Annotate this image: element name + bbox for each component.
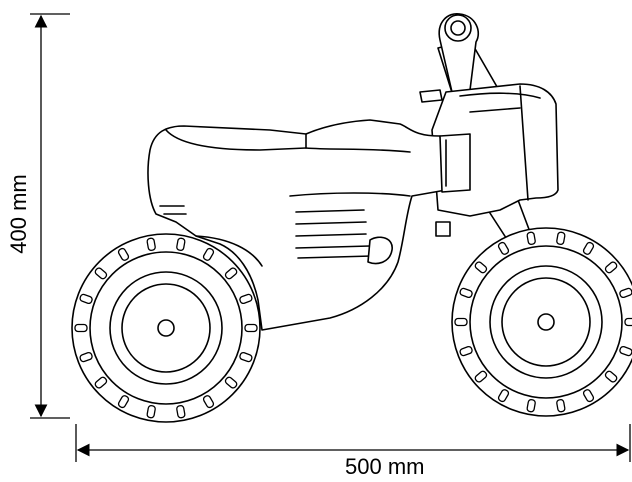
height-dimension: [30, 13, 70, 419]
tread-lug: [474, 370, 488, 383]
rear-rim-inner: [121, 283, 211, 373]
tread-lug: [497, 241, 510, 255]
tread-lug: [604, 370, 618, 383]
tread-lug: [74, 323, 88, 333]
rear-treads: [74, 237, 258, 419]
handlebar-top-inner: [450, 20, 466, 36]
tread-lug: [497, 389, 510, 403]
tread-lug: [224, 267, 238, 280]
front-wheel: [451, 227, 632, 417]
cowl-side: [519, 85, 529, 201]
cowl-inner-line: [459, 92, 541, 113]
front-hub: [537, 313, 555, 331]
tread-lug: [582, 241, 595, 255]
tread-lug: [176, 405, 186, 419]
tread-lug: [459, 287, 473, 299]
rear-hub: [157, 319, 175, 337]
vent-slats: [295, 209, 373, 259]
tread-lug: [94, 376, 108, 389]
tread-lug: [239, 293, 253, 305]
tread-lug: [624, 317, 632, 327]
tread-lug: [94, 267, 108, 280]
front-rim-inner: [501, 277, 591, 367]
body-lower-line: [195, 235, 263, 267]
tread-lug: [117, 395, 130, 409]
tread-lug: [224, 376, 238, 389]
tread-lug: [474, 261, 488, 274]
tread-lug: [146, 237, 156, 251]
handle-grip: [419, 89, 443, 103]
tread-lug: [244, 323, 258, 333]
frame-rear-line: [159, 205, 187, 215]
tread-lug: [79, 293, 93, 305]
tread-lug: [176, 237, 186, 251]
tread-lug: [79, 351, 93, 363]
bike-body: [147, 119, 447, 331]
tank-line: [305, 147, 411, 153]
rear-wheel: [71, 233, 261, 423]
front-tire-inner: [469, 245, 623, 399]
tread-lug: [582, 389, 595, 403]
width-dimension-label: 500 mm: [345, 454, 425, 479]
tread-lug: [454, 317, 468, 327]
tread-lug: [526, 231, 536, 245]
tread-lug: [556, 399, 566, 413]
side-bulge: [367, 236, 393, 265]
side-panel-line: [289, 192, 411, 197]
tread-lug: [526, 399, 536, 413]
tread-lug: [202, 395, 215, 409]
seat-line: [165, 129, 307, 151]
tread-lug: [556, 231, 566, 245]
tread-lug: [146, 405, 156, 419]
front-treads: [454, 231, 632, 413]
fork-bolt: [435, 221, 451, 237]
rear-rim: [109, 271, 223, 385]
tread-lug: [117, 247, 130, 261]
tread-lug: [202, 247, 215, 261]
tread-lug: [604, 261, 618, 274]
tread-lug: [239, 351, 253, 363]
height-dimension-label: 400 mm: [6, 174, 31, 254]
rear-tire-inner: [89, 251, 243, 405]
width-dimension: [75, 424, 631, 462]
front-rim: [489, 265, 603, 379]
neck-bracket: [439, 133, 471, 193]
motorbike: [71, 13, 632, 423]
tread-lug: [459, 345, 473, 357]
